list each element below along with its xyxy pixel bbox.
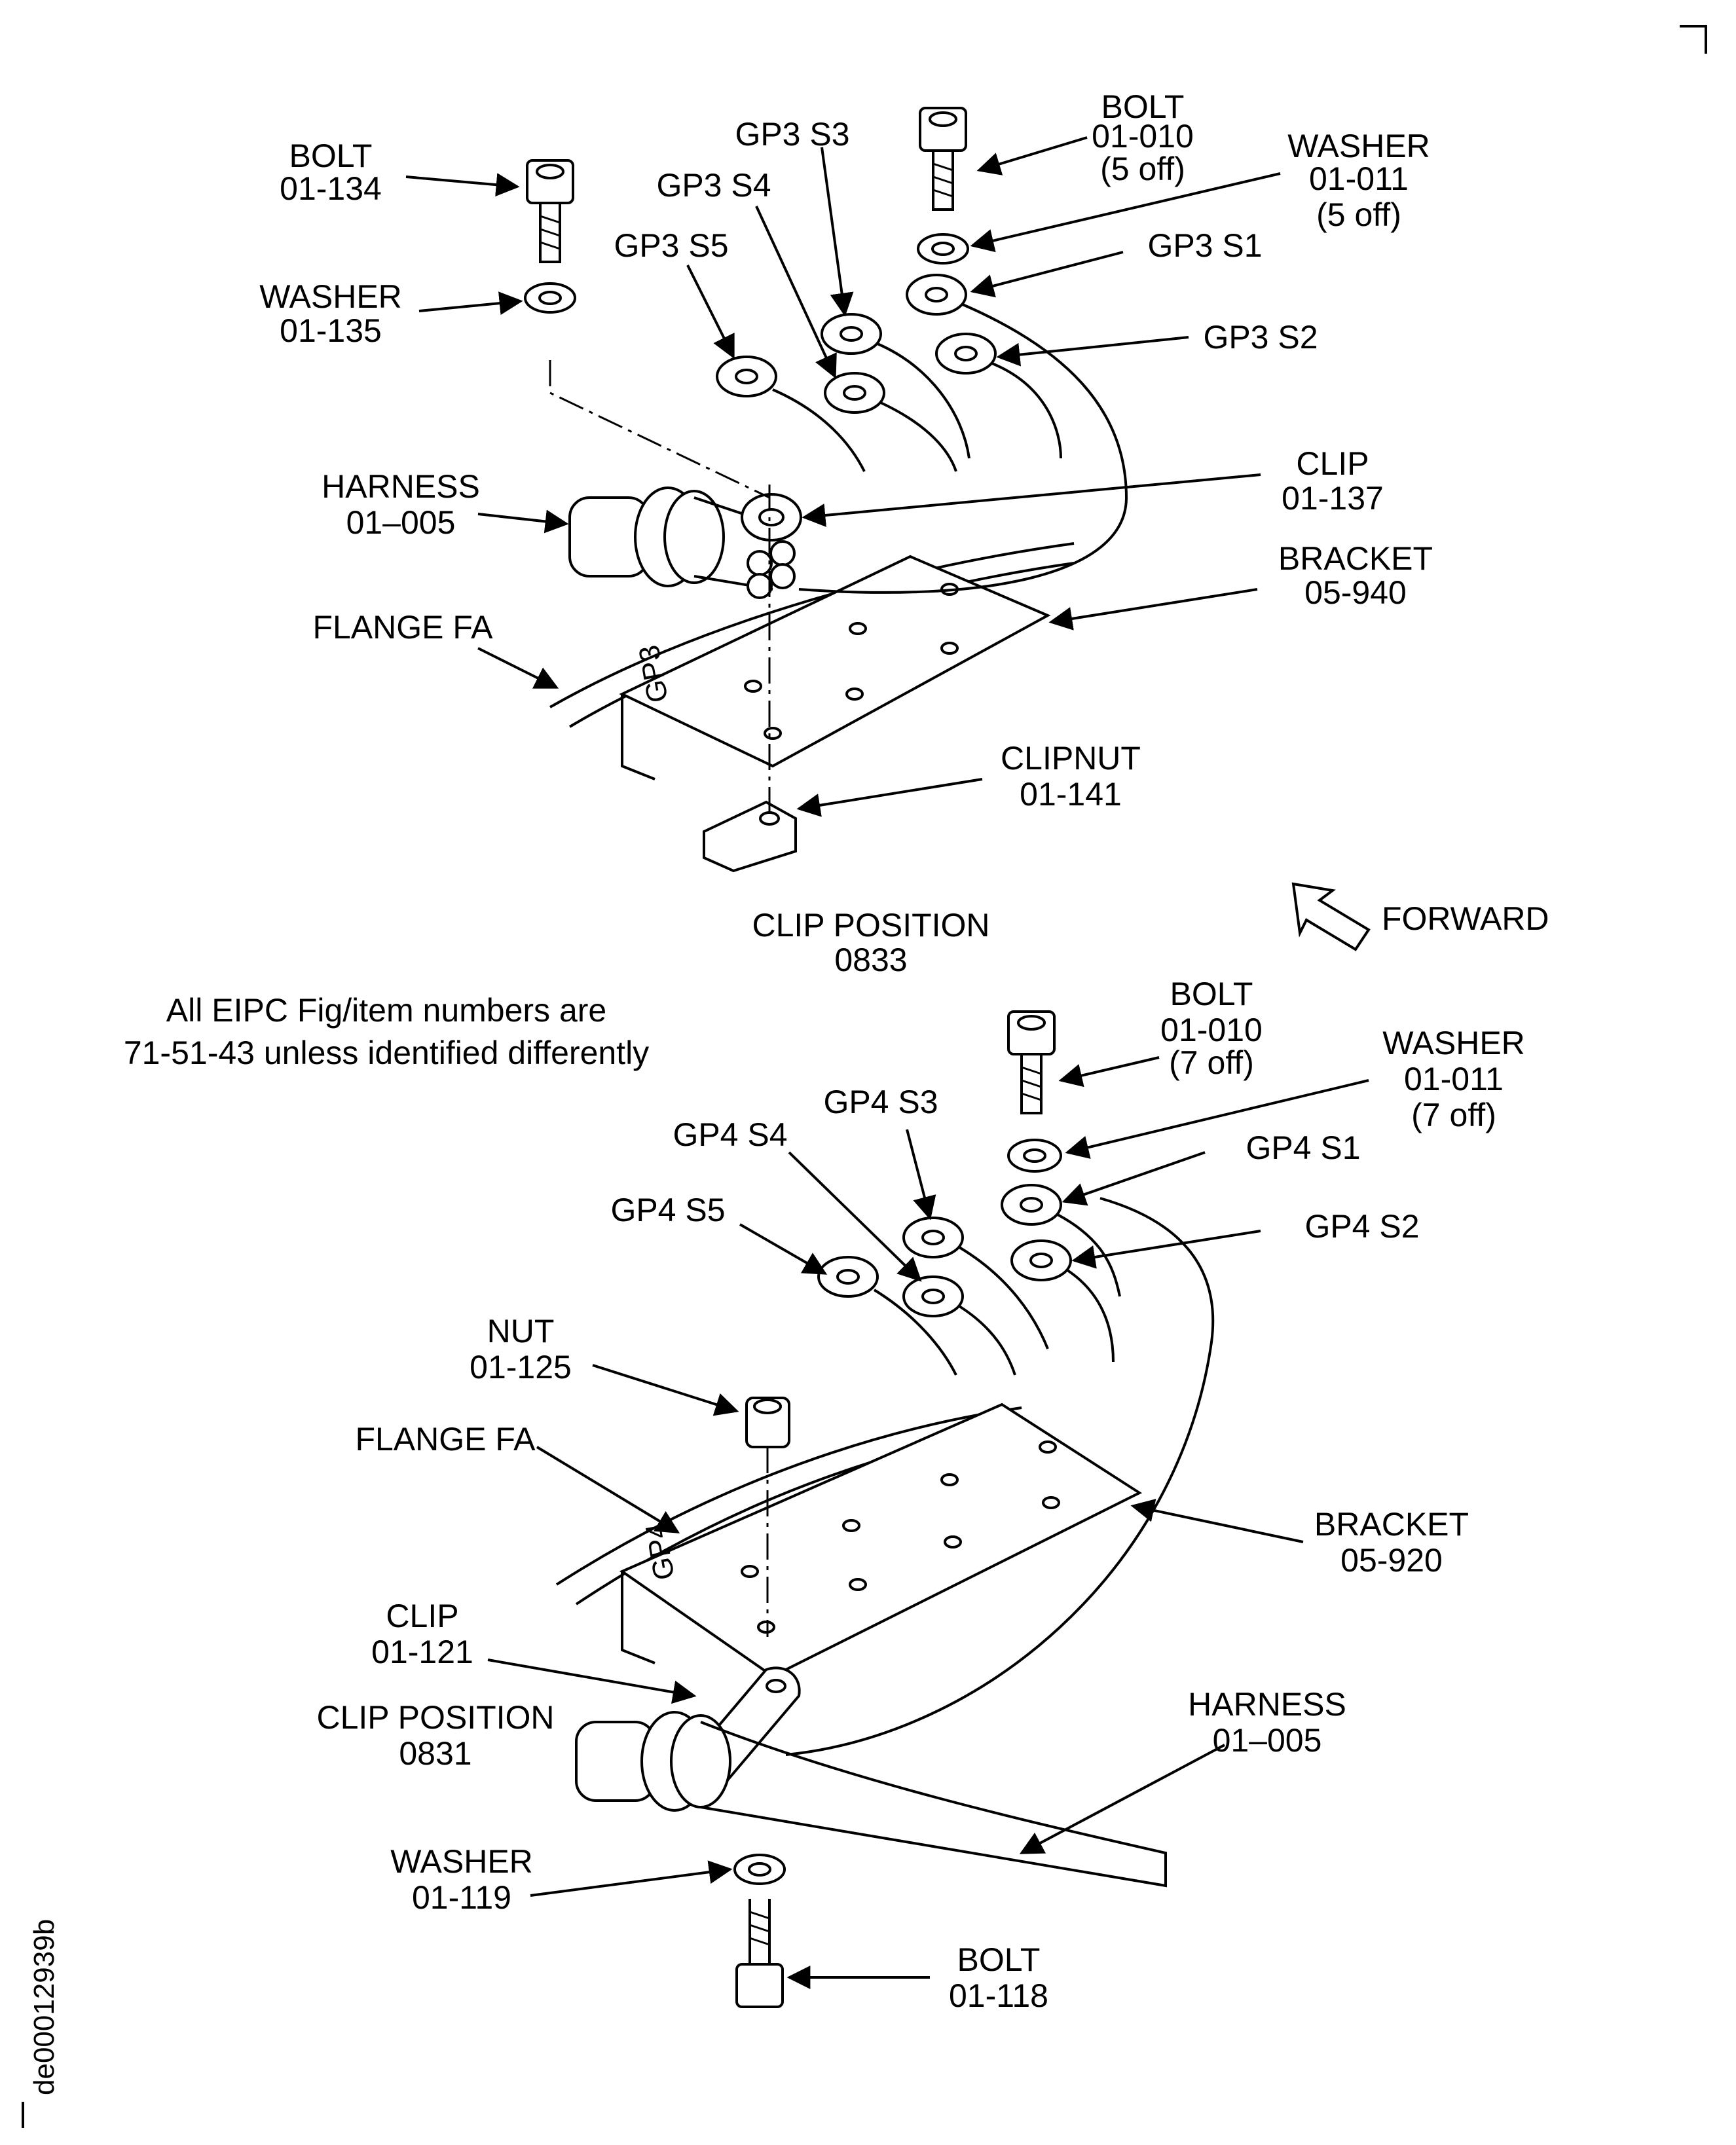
label-bolt-01-134: BOLT (289, 138, 373, 174)
label-gp3-s5: GP3 S5 (614, 227, 728, 264)
svg-text:01-134: 01-134 (280, 170, 382, 207)
bottom-assembly: GP4 (487, 1010, 1369, 2008)
label-bracket-05-940: BRACKET (1278, 540, 1433, 577)
label-flange-fa-bottom: FLANGE FA (355, 1421, 536, 1458)
label-gp3-s4: GP3 S4 (656, 167, 771, 204)
svg-text:0831: 0831 (399, 1735, 471, 1772)
terminal-gp3-s5 (716, 356, 866, 472)
svg-text:01-011: 01-011 (1404, 1061, 1504, 1097)
label-clip-position-0833: CLIP POSITION (752, 907, 989, 944)
bracket-05-940 (619, 555, 1051, 768)
svg-text:01-118: 01-118 (949, 1977, 1048, 2014)
label-bolt-01-010-top: BOLT (1101, 88, 1185, 125)
top-assembly: GP3 (405, 107, 1281, 873)
label-washer-01-119: WASHER (390, 1843, 533, 1880)
svg-text:01-121: 01-121 (371, 1634, 473, 1670)
terminal-gp4-s5 (817, 1256, 957, 1376)
label-gp4-s3: GP4 S3 (823, 1084, 938, 1120)
svg-text:01-010: 01-010 (1160, 1012, 1263, 1048)
svg-text:01-119: 01-119 (412, 1879, 511, 1916)
svg-text:01-125: 01-125 (470, 1349, 572, 1385)
svg-text:01–005: 01–005 (346, 504, 456, 541)
note-line-2: 71-51-43 unless identified differently (124, 1035, 649, 1071)
label-nut-01-125: NUT (487, 1313, 555, 1349)
svg-text:0833: 0833 (834, 942, 907, 978)
bolt-01-010-bottom (1007, 1010, 1056, 1114)
note-line-1: All EIPC Fig/item numbers are (166, 992, 606, 1029)
svg-text:(7 off): (7 off) (1169, 1044, 1254, 1081)
label-washer-01-135: WASHER (259, 278, 402, 315)
washer-01-011-bottom (1007, 1139, 1062, 1173)
terminal-gp4-s1 (1001, 1184, 1121, 1297)
label-clipnut-01-141: CLIPNUT (1001, 740, 1141, 777)
terminal-gp4-s2 (1010, 1239, 1115, 1363)
harness-bundle-top (568, 486, 796, 599)
bolt-01-010-top (919, 107, 967, 211)
terminal-gp3-s4 (824, 372, 957, 472)
corner-mark (1680, 25, 1707, 54)
terminal-gp3-s1 (798, 274, 1128, 594)
label-clip-position-0831: CLIP POSITION (316, 1699, 554, 1736)
terminal-gp3-s3 (821, 313, 970, 459)
terminal-gp3-s2 (935, 333, 1062, 459)
svg-text:05-920: 05-920 (1340, 1542, 1443, 1579)
svg-text:05-940: 05-940 (1304, 574, 1407, 611)
label-gp4-s2: GP4 S2 (1304, 1208, 1419, 1245)
label-harness-top: HARNESS (322, 468, 480, 505)
label-clip-01-121: CLIP (386, 1598, 458, 1634)
label-gp3-s2: GP3 S2 (1203, 319, 1318, 356)
flange-fa-top (549, 542, 1075, 708)
harness-bundle-bottom (575, 1197, 1215, 1888)
bolt-01-134 (526, 159, 574, 263)
clip-01-137 (741, 493, 802, 541)
washer-01-135 (524, 282, 576, 314)
bracket-05-920 (619, 1402, 1143, 1678)
label-flange-fa-top: FLANGE FA (312, 609, 493, 646)
label-bolt-01-118: BOLT (957, 1941, 1041, 1978)
label-gp3-s1: GP3 S1 (1147, 227, 1262, 264)
svg-text:(5 off): (5 off) (1100, 151, 1185, 187)
label-bracket-05-920: BRACKET (1314, 1506, 1469, 1543)
document-id: de00012939b (28, 1919, 60, 2095)
label-bolt-01-010-bottom: BOLT (1170, 976, 1253, 1012)
label-gp4-s4: GP4 S4 (673, 1116, 787, 1153)
bottom-labels: BOLT 01-010 (7 off) WASHER 01-011 (7 off… (316, 976, 1524, 2014)
nut-01-125 (745, 1397, 790, 1448)
svg-text:01-011: 01-011 (1309, 160, 1409, 197)
svg-text:01-137: 01-137 (1282, 480, 1384, 517)
clipnut-01-141 (703, 800, 797, 873)
svg-text:01-141: 01-141 (1020, 776, 1122, 813)
washer-01-011-top (917, 233, 969, 265)
label-gp3-s3: GP3 S3 (735, 116, 849, 153)
label-washer-01-011-top: WASHER (1287, 128, 1430, 164)
label-gp4-s1: GP4 S1 (1246, 1129, 1360, 1166)
svg-text:01-135: 01-135 (280, 312, 382, 349)
top-labels: BOLT 01-134 WASHER 01-135 BOLT 01-010 (5… (259, 88, 1433, 978)
svg-text:(7 off): (7 off) (1411, 1097, 1496, 1133)
forward-label: FORWARD (1382, 900, 1549, 937)
bracket-holes-bottom (741, 1440, 1060, 1634)
svg-text:(5 off): (5 off) (1316, 196, 1401, 233)
washer-01-119 (733, 1854, 786, 1885)
svg-text:01-010: 01-010 (1092, 118, 1194, 155)
label-gp4-s5: GP4 S5 (610, 1192, 725, 1228)
terminal-gp4-s4 (902, 1275, 1016, 1376)
flange-fa-bottom (555, 1406, 1022, 1586)
svg-text:01–005: 01–005 (1213, 1722, 1322, 1759)
bolt-01-118 (735, 1899, 784, 2008)
forward-arrow: FORWARD (1291, 882, 1549, 951)
label-clip-01-137: CLIP (1296, 445, 1369, 482)
label-harness-bottom: HARNESS (1188, 1686, 1346, 1723)
label-washer-01-011-bottom: WASHER (1382, 1025, 1525, 1061)
